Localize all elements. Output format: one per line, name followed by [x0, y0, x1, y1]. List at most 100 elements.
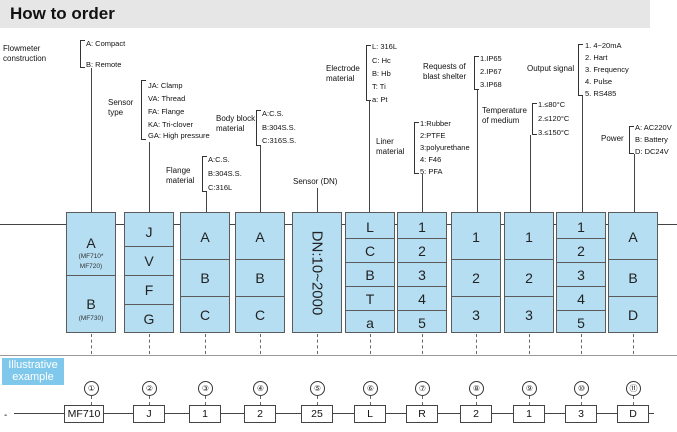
cell-col6-l: L — [366, 219, 374, 235]
example-box-9: 1 — [513, 405, 545, 423]
option-sensor-va: VA: Thread — [148, 94, 186, 103]
cell-col2-j: J — [145, 224, 153, 240]
option-sensor-ka: KA: Tri-clover — [148, 120, 194, 129]
dash-col-11 — [633, 334, 634, 354]
dash-col-8 — [476, 334, 477, 354]
connector-col-5 — [317, 188, 318, 212]
option-ip68: 3.IP68 — [480, 80, 502, 89]
code-prefix-dash: - — [4, 410, 8, 421]
cell-col7-row5: 5 — [398, 310, 446, 335]
option-output-5: 5. RS485 — [585, 89, 617, 98]
cell-col6-row4: T — [346, 286, 394, 311]
cell-col7-5: 5 — [418, 315, 426, 331]
option-flowmeter-b: B: Remote — [86, 60, 122, 69]
example-box-5: 25 — [301, 405, 333, 423]
option-sensor-ga: GA: High pressure — [148, 131, 210, 140]
option-body-a: A:C.S. — [262, 109, 284, 118]
cell-col9-row2: 2 — [505, 259, 553, 297]
cell-col6-row3: B — [346, 262, 394, 287]
option-output-2: 2. Hart — [585, 53, 608, 62]
dash-col-6 — [370, 334, 371, 354]
example-box-4: 2 — [244, 405, 276, 423]
cell-col2-g: G — [143, 311, 155, 327]
dash-col-5 — [317, 334, 318, 354]
cell-col10-5: 5 — [577, 315, 585, 331]
dash-col-9 — [529, 334, 530, 354]
cell-col5-dn-range: DN:10~2000 — [308, 230, 326, 315]
brace-flange — [202, 156, 207, 192]
option-power-d: D: DC24V — [635, 147, 669, 156]
brace-electrode — [366, 45, 371, 101]
cell-col9-1: 1 — [525, 229, 533, 245]
note-col1-mf710: (MF710* — [78, 253, 104, 260]
connector-col-3 — [206, 192, 207, 212]
label-electrode-material: Electrode material — [326, 64, 360, 83]
illustrative-line-1: Illustrative — [8, 359, 58, 371]
dash-lower-5 — [317, 396, 318, 405]
cell-col2-f: F — [144, 282, 154, 298]
example-box-6: L — [354, 405, 386, 423]
connector-col-10 — [582, 96, 583, 212]
connector-col-2 — [149, 142, 150, 212]
cell-col4-c: C — [254, 307, 266, 323]
dash-lower-11 — [633, 396, 634, 405]
cell-col2-row4: G — [125, 304, 173, 335]
illustrative-example-badge: Illustrative example — [2, 358, 64, 385]
cell-col8-1: 1 — [472, 229, 480, 245]
cell-col6-a: a — [366, 315, 374, 331]
brace-liner — [414, 122, 419, 174]
dash-lower-4 — [260, 396, 261, 405]
dash-col-7 — [422, 334, 423, 354]
illustrative-line-2: example — [12, 371, 54, 383]
cell-col8-3: 3 — [472, 307, 480, 323]
cell-col11-b: B — [628, 270, 638, 286]
brace-output-signal — [578, 44, 583, 96]
dash-col-2 — [149, 334, 150, 354]
index-circle-9: ⑨ — [522, 381, 537, 396]
cell-col10-2: 2 — [577, 243, 585, 259]
example-box-11: D — [617, 405, 649, 423]
cell-col1-b: B — [86, 296, 96, 312]
cell-col10-1: 1 — [577, 219, 585, 235]
option-ip65: 1.IP65 — [480, 54, 502, 63]
cell-col1-b-area: B (MF730) — [67, 275, 115, 335]
cell-col4-row2: B — [236, 259, 284, 297]
example-box-7: R — [406, 405, 438, 423]
code-column-9: 1 2 3 — [504, 212, 554, 333]
section-divider — [0, 355, 677, 356]
index-circle-7: ⑦ — [415, 381, 430, 396]
cell-col8-2: 2 — [472, 270, 480, 286]
cell-col4-row3: C — [236, 296, 284, 335]
option-power-b: B: Battery — [635, 135, 668, 144]
code-column-2: J V F G — [124, 212, 174, 333]
connector-col-8 — [477, 90, 478, 212]
option-liner-3: 3:polyurethane — [420, 143, 470, 152]
option-electrode-c: C: Hc — [372, 56, 391, 65]
index-circle-10: ⑩ — [574, 381, 589, 396]
example-connector-line — [14, 413, 654, 414]
cell-col7-1: 1 — [418, 219, 426, 235]
dash-lower-9 — [529, 396, 530, 405]
brace-blast-shelter — [474, 56, 479, 90]
cell-col9-3: 3 — [525, 307, 533, 323]
option-sensor-fa: FA: Flange — [148, 107, 185, 116]
label-output-signal: Output signal — [527, 64, 575, 73]
code-column-5: DN:10~2000 — [292, 212, 342, 333]
cell-col9-row3: 3 — [505, 296, 553, 335]
brace-sensor-type — [141, 80, 146, 140]
cell-col11-row3: D — [609, 296, 657, 335]
cell-col4-a: A — [255, 229, 265, 245]
cell-col10-row3: 3 — [557, 262, 605, 287]
cell-col11-a: A — [628, 229, 638, 245]
cell-col3-a: A — [200, 229, 210, 245]
cell-col3-row3: C — [181, 296, 229, 335]
connector-col-1 — [91, 68, 92, 212]
index-circle-1: ① — [84, 381, 99, 396]
code-column-3: A B C — [180, 212, 230, 333]
dash-lower-10 — [581, 396, 582, 405]
dash-lower-6 — [370, 396, 371, 405]
index-circle-3: ③ — [198, 381, 213, 396]
option-electrode-b: B: Hb — [372, 69, 391, 78]
label-power: Power — [601, 134, 624, 143]
